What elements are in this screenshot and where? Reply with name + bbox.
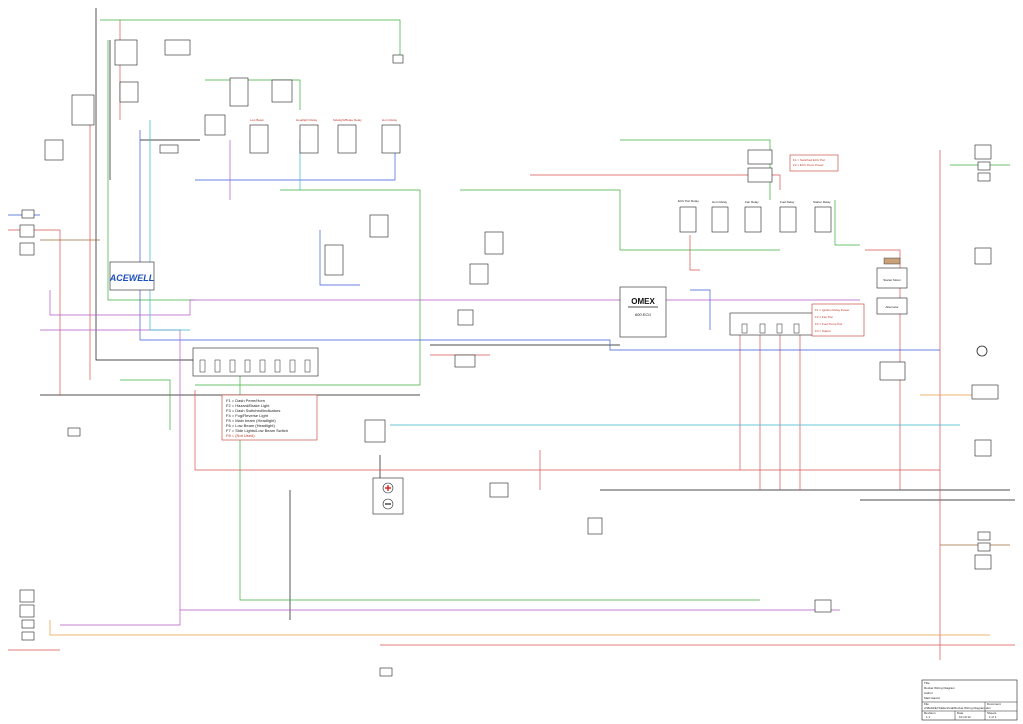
sheets-label: Sheets [987,711,997,715]
ecu-fuse-legend-item: F2 = ECU Perm Power [793,163,824,167]
fuse-legend-item: F8 = (Not Used) [226,433,255,438]
switch-label: Horn Relay [382,118,398,122]
date-label: Date [957,711,964,715]
sheets-value: 1 of 1 [989,715,997,719]
battery [372,477,404,515]
bottom-indicator [379,667,393,677]
fuse-legend: F1 = Dash Perm/Horn F2 = Hazard/Brake Li… [221,394,318,441]
ecu-relays: ECU Pwr Relay Horn Relay Fan Relay Fuel … [678,199,832,233]
omex-ecu: OMEX 600 ECU [619,286,667,338]
main-fuse [489,482,509,498]
relay-label: Fan Relay [745,200,759,204]
title-label: Title [924,681,930,685]
relay-legend-item: F3 = Fuel Pump Pwr [815,322,842,326]
date-value: 10.10.12 [959,715,971,719]
relay-label: Starter Relay [813,200,831,204]
ecu-fuse-legend-item: F1 = Switched ECU Pwr [793,158,825,162]
fuse-legend-item: F2 = Hazard/Brake Light [226,403,270,408]
diagram-title: Rocket Wiring Diagram [924,686,955,690]
revision-label: Revision [924,711,936,715]
fuse-box-left [192,347,319,377]
author-label: Author [924,691,933,695]
revision-value: 1.1 [926,715,931,719]
relay-label: Fuel Relay [780,200,795,204]
fuse-legend-item: F4 = Fog/Reverse Light [226,413,269,418]
fuse-legend-item: F1 = Dash Perm/Horn [226,398,265,403]
fuel-pump-icon [587,517,603,535]
right-lamps [971,144,999,570]
wires [8,8,1015,660]
relay-group-left: Low Beam Headlight Relay Sidelight/Brake… [249,118,401,154]
file-label: File [924,702,929,706]
fuse-legend-item: F5 = Main beam (Headlight) [226,418,276,423]
starter-motor-label: Starter Motor [883,278,901,282]
relay-legend-item: F4 = Starter [815,329,831,333]
switch-cluster-top [44,39,404,161]
relay-legend-item: F1 = Ignition Relay Power [815,308,849,312]
title-block: Title Rocket Wiring Diagram Author Matt … [921,679,1018,721]
fuse-legend-item: F7 = Side Lights/Low Beam Switch [226,428,288,433]
fuse-legend-item: F3 = Dash Switched/Indicators [226,408,280,413]
omex-logo: OMEX [631,297,655,306]
relay-label: Horn Relay [712,200,728,204]
switch-label: Low Beam [250,118,265,122]
relay-legend-item: F2 = Fan Pwr [815,315,833,319]
author-name: Matt Harold [924,696,940,700]
center-components [67,214,504,443]
relay-fuse-box: F1 = Ignition Relay Power F2 = Fan Pwr F… [729,303,865,337]
number-plate-light [814,599,832,613]
ecu-fuses: F1 = Switched ECU Pwr F2 = ECU Perm Powe… [747,149,839,183]
switch-label: Headlight Relay [296,118,318,122]
starter-alternator: Starter Motor Alternator [876,257,908,381]
acewell-dash: ACEWELL [109,261,155,291]
left-lamps [19,209,35,641]
document-label: Document [987,702,1001,706]
file-path: d:\Build\E71\Electrical\Rocket Wiring Di… [924,706,991,710]
acewell-logo: ACEWELL [109,273,155,283]
relay-label: ECU Pwr Relay [678,199,699,203]
fuse-legend-item: F6 = Low Beam (Headlight) [226,423,275,428]
alternator-label: Alternator [885,305,898,309]
omex-model: 600 ECU [635,312,651,317]
switch-label: Sidelight/Brake Relay [333,118,362,122]
